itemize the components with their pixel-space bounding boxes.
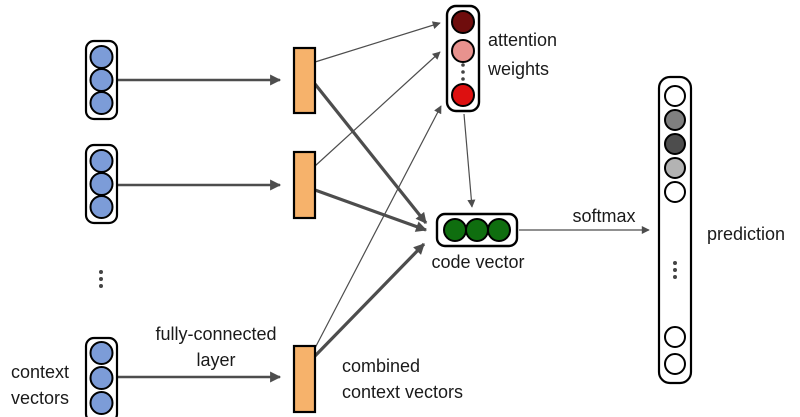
prediction-node <box>664 157 686 179</box>
context-vector-box-1 <box>84 39 119 121</box>
attention-ellipsis <box>461 63 465 81</box>
arrow-fc1-to-code-vector <box>313 83 428 224</box>
context-node <box>89 391 114 415</box>
code-vector-node <box>487 218 511 242</box>
arrow-attention-to-code-vector <box>463 113 476 208</box>
context-node <box>89 195 114 219</box>
label-combined-line2: context vectors <box>342 382 463 402</box>
label-fully-connected-line2: layer <box>196 350 235 370</box>
context-node <box>89 172 114 196</box>
code-vector-box <box>435 212 519 248</box>
ellipsis-dot <box>673 261 677 265</box>
ellipsis-dot <box>673 275 677 279</box>
context-ellipsis <box>99 270 103 288</box>
label-code-vector: code vector <box>431 252 524 272</box>
ellipsis-dot <box>99 270 103 274</box>
label-attention-line1: attention <box>488 30 557 50</box>
arrow-fc3-to-attention <box>313 105 442 351</box>
arrow-fc1-to-attention <box>314 21 441 63</box>
prediction-node <box>664 133 686 155</box>
ellipsis-dot <box>99 277 103 281</box>
ellipsis-dot <box>99 284 103 288</box>
fc-unit-1 <box>292 46 317 115</box>
label-context-vectors-line2: vectors <box>11 388 69 408</box>
code-vector-node <box>443 218 467 242</box>
context-node <box>89 149 114 173</box>
arrow-fc3-to-code-vector <box>312 242 426 359</box>
context-node <box>89 366 114 390</box>
edges <box>118 21 650 383</box>
prediction-outline <box>657 75 693 385</box>
ellipsis-dot <box>461 77 465 81</box>
ellipsis-dot <box>673 268 677 272</box>
prediction-node <box>664 181 686 203</box>
prediction-node <box>664 85 686 107</box>
attention-weights-box <box>445 4 481 113</box>
label-context-vectors-line1: context <box>11 362 69 382</box>
context-vector-box-3 <box>84 336 119 417</box>
context-vector-box-2 <box>84 143 119 225</box>
label-fully-connected-line1: fully-connected <box>155 324 276 344</box>
context-node <box>89 68 114 92</box>
label-prediction: prediction <box>707 224 785 244</box>
prediction-node <box>664 109 686 131</box>
fc-unit-2 <box>292 150 317 220</box>
context-node <box>89 341 114 365</box>
label-softmax: softmax <box>572 206 635 226</box>
attention-node-red <box>451 83 475 107</box>
attention-node-pink <box>451 39 475 63</box>
fc-unit-3 <box>292 344 317 414</box>
ellipsis-dot <box>461 70 465 74</box>
arrow-fc2-to-code-vector <box>314 188 428 232</box>
label-attention-line2: weights <box>487 59 549 79</box>
ellipsis-dot <box>461 63 465 67</box>
arrow-fc2-to-attention <box>314 51 441 167</box>
code-vector-node <box>465 218 489 242</box>
prediction-box <box>657 75 693 385</box>
prediction-ellipsis <box>673 261 677 279</box>
prediction-node <box>664 353 686 375</box>
context-node <box>89 91 114 115</box>
label-combined-line1: combined <box>342 356 420 376</box>
prediction-node <box>664 326 686 348</box>
attention-node-maroon <box>451 10 475 34</box>
context-node <box>89 45 114 69</box>
